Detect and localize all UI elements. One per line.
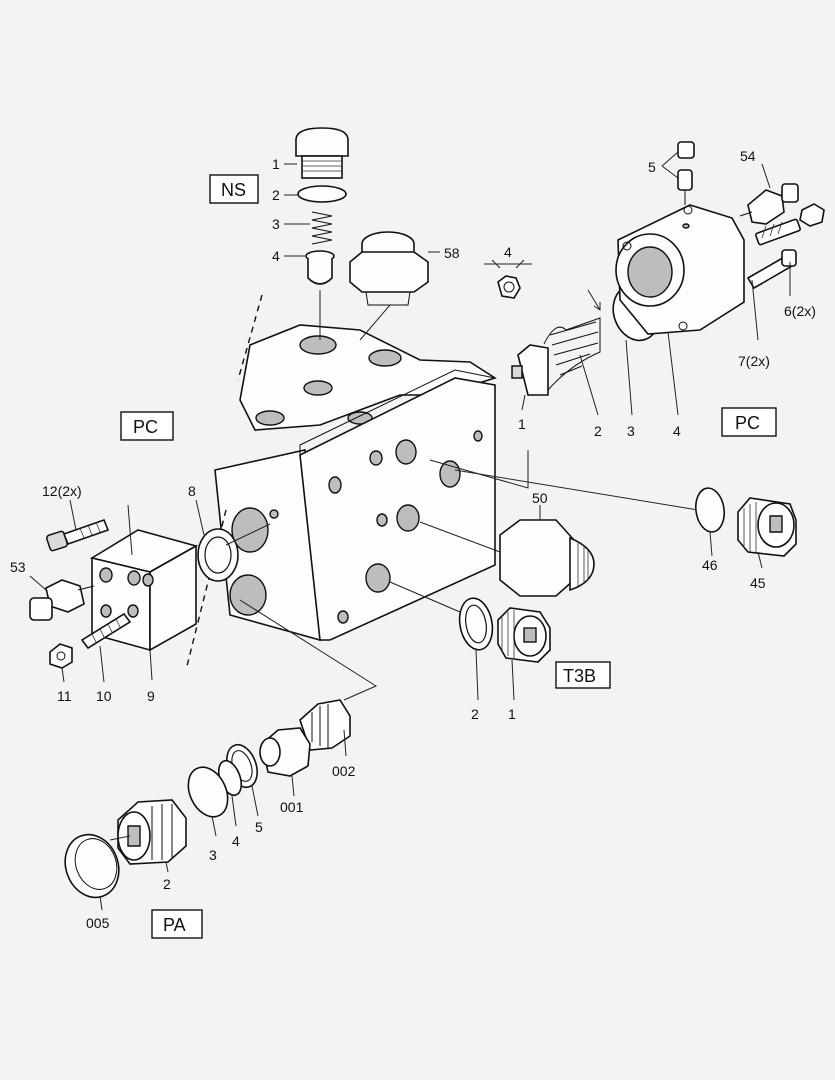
callout-t3b-1: 1 bbox=[508, 706, 516, 722]
pc-left-fitting-53 bbox=[29, 579, 95, 621]
pc-right-plunger-spring bbox=[511, 317, 601, 396]
label-box-ns bbox=[209, 174, 259, 204]
callout-53: 53 bbox=[10, 559, 26, 575]
label-box-pa bbox=[151, 909, 203, 939]
callout-8: 8 bbox=[188, 483, 196, 499]
callout-pa-3: 3 bbox=[209, 847, 217, 863]
label-ns: NS bbox=[221, 180, 246, 200]
pc-right-fitting-5 bbox=[677, 141, 695, 205]
callout-pc-right-7: 7(2x) bbox=[738, 353, 770, 369]
pa-part-002 bbox=[299, 699, 351, 751]
callout-005: 005 bbox=[86, 915, 110, 931]
callout-ns-2: 2 bbox=[272, 187, 280, 203]
plug-58 bbox=[349, 231, 429, 306]
pc-left-nut-11 bbox=[49, 643, 73, 669]
callout-ns-1: 1 bbox=[272, 156, 280, 172]
callout-pa-5: 5 bbox=[255, 819, 263, 835]
callout-45: 45 bbox=[750, 575, 766, 591]
nut-4 bbox=[497, 275, 521, 299]
fitting-50 bbox=[499, 519, 595, 597]
callout-pc-right-1: 1 bbox=[518, 416, 526, 432]
callout-pc-right-5: 5 bbox=[648, 159, 656, 175]
callout-001: 001 bbox=[280, 799, 304, 815]
callout-pc-right-2: 2 bbox=[594, 423, 602, 439]
callout-10: 10 bbox=[96, 688, 112, 704]
pc-right-bolt-6 bbox=[755, 218, 801, 246]
callout-002: 002 bbox=[332, 763, 356, 779]
ns-o-ring bbox=[297, 185, 347, 203]
label-box-pc-right bbox=[721, 407, 777, 437]
callout-ns-4: 4 bbox=[272, 248, 280, 264]
callout-ns-3: 3 bbox=[272, 216, 280, 232]
callout-pa-4: 4 bbox=[232, 833, 240, 849]
pa-cap-005 bbox=[64, 833, 120, 899]
o-ring-46 bbox=[695, 487, 725, 533]
pa-part-001 bbox=[259, 727, 311, 777]
callout-12: 12(2x) bbox=[42, 483, 82, 499]
callout-58: 58 bbox=[444, 245, 460, 261]
label-t3b: T3B bbox=[563, 666, 596, 686]
ns-spring bbox=[311, 211, 333, 245]
pa-o-ring-3 bbox=[187, 766, 229, 818]
plug-45 bbox=[737, 497, 797, 557]
pc-left-bolt-12 bbox=[45, 518, 110, 552]
valve-body bbox=[185, 294, 497, 671]
callout-54: 54 bbox=[740, 148, 756, 164]
callout-t3b-2: 2 bbox=[471, 706, 479, 722]
callout-pc-right-4: 4 bbox=[673, 423, 681, 439]
pc-left-stud-10 bbox=[80, 612, 132, 650]
ns-cap-plug bbox=[295, 127, 349, 179]
callout-50: 50 bbox=[532, 490, 548, 506]
pc-right-fitting-54 bbox=[739, 183, 799, 225]
t3b-plug-1 bbox=[497, 607, 551, 663]
callout-pa-2: 2 bbox=[163, 876, 171, 892]
callout-pc-right-6: 6(2x) bbox=[784, 303, 816, 319]
pc-right-nut bbox=[799, 203, 825, 227]
pa-cartridge-2 bbox=[117, 799, 187, 865]
pc-left-o-ring-8 bbox=[197, 528, 239, 582]
callout-nut-4: 4 bbox=[504, 244, 512, 260]
t3b-o-ring-2 bbox=[458, 597, 494, 651]
label-box-pc-left bbox=[120, 411, 174, 441]
callout-9: 9 bbox=[147, 688, 155, 704]
pc-right-housing bbox=[615, 204, 745, 335]
callout-11: 11 bbox=[57, 688, 72, 704]
callout-pc-right-3: 3 bbox=[627, 423, 635, 439]
label-pc-right: PC bbox=[735, 413, 760, 433]
pc-right-bolt-7 bbox=[746, 249, 797, 290]
label-pc-left: PC bbox=[133, 417, 158, 437]
callout-46: 46 bbox=[702, 557, 718, 573]
ns-poppet bbox=[305, 250, 335, 285]
label-box-t3b bbox=[555, 661, 611, 689]
label-pa: PA bbox=[163, 915, 186, 935]
